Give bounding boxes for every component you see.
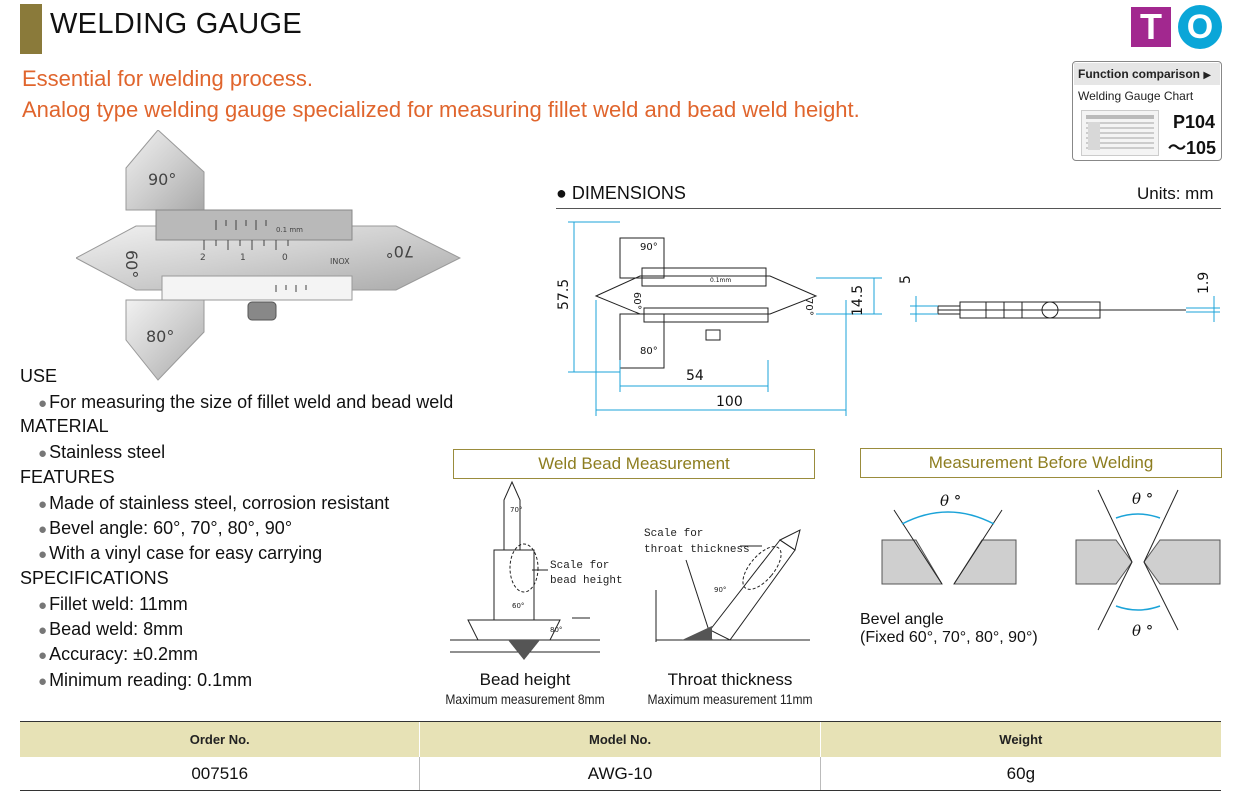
bullet-icon: ● [38,673,48,690]
bevel-illustration: θ ° θ ° θ ° [881,489,1221,640]
spec-item: ●Accuracy: ±0.2mm [38,644,198,664]
bullet-icon: ● [38,597,48,614]
spec-item: ●Minimum reading: 0.1mm [38,670,253,690]
dim-height: 57.5 [556,279,572,310]
page-start: P104 [1173,112,1216,132]
dimensions-heading: ● DIMENSIONS [556,183,686,203]
dim-width-inner: 54 [686,368,704,384]
function-comparison-header[interactable]: Function comparison ▶ [1074,63,1220,85]
weld-bead-heading: Weld Bead Measurement [453,449,815,479]
col-order-no: Order No. [20,722,420,757]
feature-item: ●With a vinyl case for easy carrying [38,543,323,563]
bullet-icon: ● [38,622,48,639]
bullet-icon: ● [38,647,48,664]
order-no-value: 007516 [20,757,420,791]
throat-angle-90: 90° [714,586,726,594]
bead-height-caption: Bead height [479,670,571,689]
weight-value: 60g [819,757,1221,791]
feature-item: ●Made of stainless steel, corrosion resi… [38,493,390,513]
bead-angle-70: 70° [510,506,522,514]
title-accent-bar [20,4,42,54]
subtitle-line-1: Essential for welding process. [22,66,314,91]
bevel-caption-2: (Fixed 60°, 70°, 80°, 90°) [860,629,1038,646]
table-header-row: Order No. Model No. Weight [20,722,1221,757]
callout-bead-1: Scale for [550,560,609,572]
dim-width-total: 100 [716,394,743,410]
theta-label-3: θ ° [1132,622,1153,640]
dim-angle-80: 80° [640,346,658,357]
theta-label-2: θ ° [1132,490,1153,508]
photo-angle-60: 60° [122,250,141,278]
photo-scale-digit-1: 1 [240,253,246,263]
dim-body-height: 14.5 [850,285,866,316]
divider [20,721,1221,722]
throat-thickness-caption: Throat thickness [667,670,793,689]
product-photo: 90° 60° 70° 80° 0.1 mm INOX 2 1 0 [76,130,461,381]
feature-item: ●Bevel angle: 60°, 70°, 80°, 90° [38,518,293,538]
model-no-value: AWG-10 [419,757,821,791]
dim-blade: 1.9 [1196,272,1212,294]
photo-brand-text: INOX [330,257,350,266]
bullet-icon: ● [38,546,48,563]
function-comparison-label: Function comparison [1078,67,1201,81]
dim-angle-70: 70° [803,298,814,316]
bullet-icon: ● [556,183,567,203]
throat-thickness-max: Maximum measurement 11mm [647,691,813,707]
spec-table: Order No. Model No. Weight 007516 AWG-10… [20,722,1221,791]
col-model-no: Model No. [419,722,821,757]
chart-thumbnail-icon [1081,110,1159,156]
chart-name: Welding Gauge Chart [1078,89,1194,103]
theta-label-1: θ ° [940,492,961,510]
section-heading-features: FEATURES [20,467,115,487]
bullet-icon: ● [38,445,48,462]
page-end: ～105 [1168,138,1217,158]
page-title: WELDING GAUGE [50,8,303,40]
bevel-caption-1: Bevel angle [860,611,944,628]
bead-angle-60: 60° [512,602,524,610]
brand-logo-t: T [1131,7,1171,47]
spec-item: ●Fillet weld: 11mm [38,594,188,614]
photo-angle-80: 80° [146,327,174,346]
bullet-icon: ● [38,496,48,513]
brand-logo-o: O [1178,5,1222,49]
material-item: ●Stainless steel [38,442,166,462]
col-weight: Weight [819,722,1221,757]
before-welding-heading: Measurement Before Welding [860,448,1222,478]
dim-gauge-scale: 0.1mm [710,277,731,284]
dimension-drawing: 90° 60° 70° 80° 0.1mm 57.5 54 100 14.5 5… [556,221,1220,416]
section-heading-use: USE [20,366,58,386]
dim-angle-90: 90° [640,242,658,253]
section-heading-material: MATERIAL [20,416,109,436]
spec-item: ●Bead weld: 8mm [38,619,184,639]
bead-angle-80: 80° [550,626,562,634]
photo-angle-70: 70° [386,242,414,261]
function-comparison-box[interactable]: Function comparison ▶ Welding Gauge Char… [1072,61,1222,161]
dim-angle-60: 60° [631,292,642,310]
bead-height-max: Maximum measurement 8mm [445,691,605,707]
dim-thickness: 5 [898,275,914,284]
use-item: ●For measuring the size of fillet weld a… [38,392,454,412]
weld-bead-illustration: 70° 60° 80° 90° Scale for bead height Sc… [450,480,810,660]
table-row: 007516 AWG-10 60g [20,757,1221,791]
section-heading-specifications: SPECIFICATIONS [20,568,169,588]
subtitle-line-2: Analog type welding gauge specialized fo… [22,97,860,122]
dimensions-units: Units: mm [1137,184,1214,203]
photo-scale-digit-0: 0 [282,253,288,263]
callout-bead-2: bead height [550,575,623,587]
photo-scale-digit-2: 2 [200,253,206,263]
divider [556,208,1221,209]
bullet-icon: ● [38,521,48,538]
callout-throat-1: Scale for [644,528,703,540]
photo-angle-90: 90° [148,170,176,189]
photo-scale-text: 0.1 mm [276,226,303,234]
bullet-icon: ● [38,395,48,412]
play-arrow-icon: ▶ [1203,70,1212,81]
callout-throat-2: throat thickness [644,544,750,556]
